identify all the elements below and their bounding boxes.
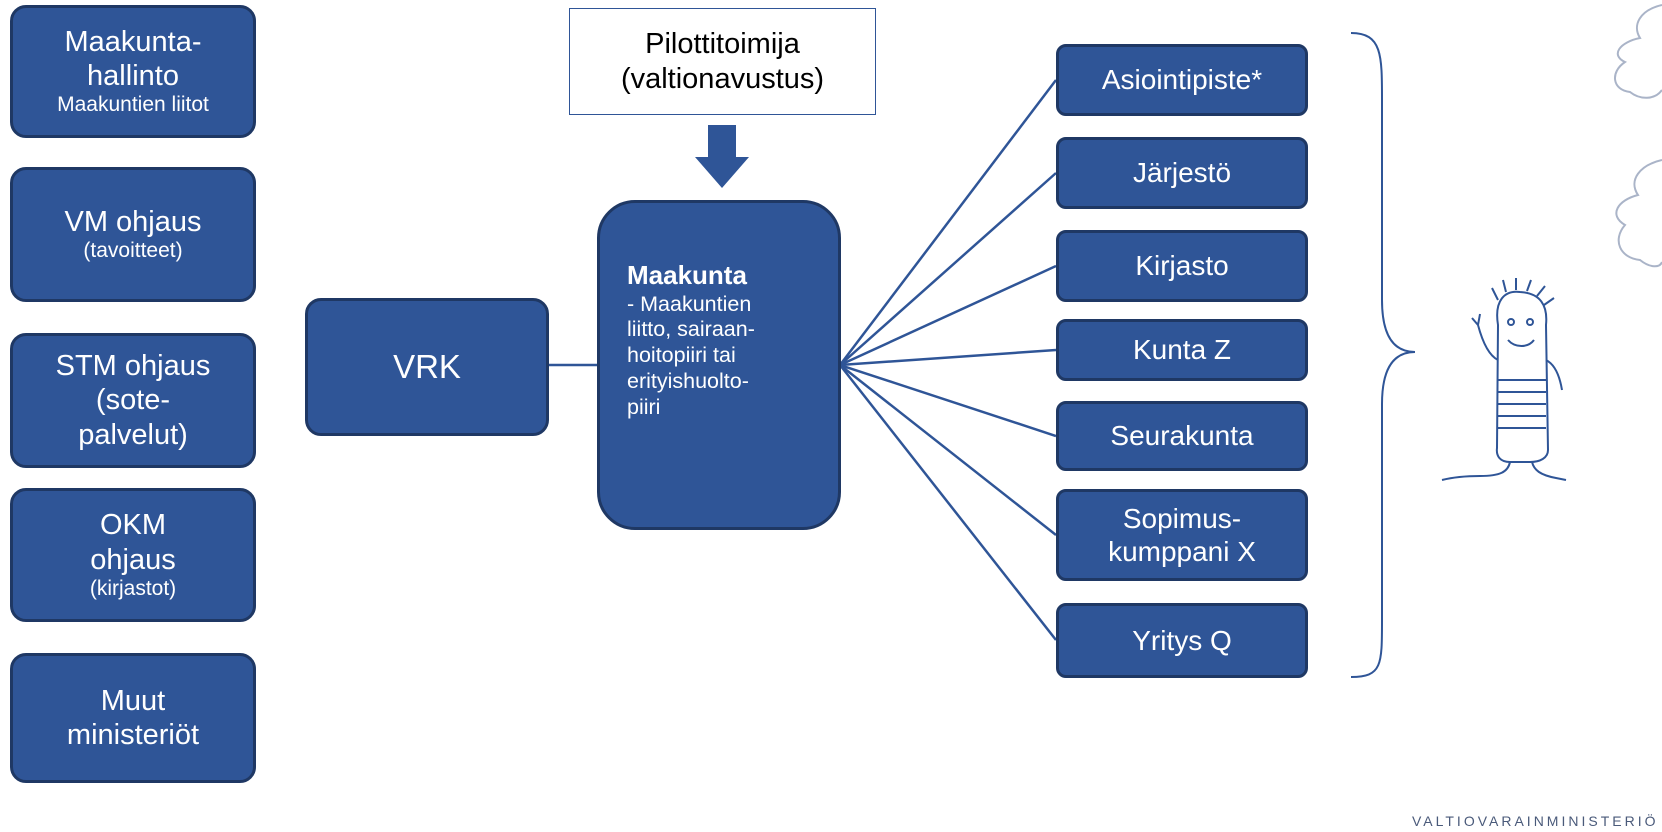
down-arrow-icon [695, 125, 749, 188]
box-vm-ohjaus: VM ohjaus (tavoitteet) [10, 167, 256, 302]
box-okm-ohjaus: OKM ohjaus (kirjastot) [10, 488, 256, 622]
pilot-line-2: (valtionavustus) [620, 62, 825, 95]
box-subline: (kirjastot) [89, 576, 177, 600]
connector-main-right-4 [839, 363, 1057, 438]
box-label: Kunta Z [1132, 334, 1232, 366]
connector-main-right-5 [839, 364, 1057, 536]
maakunta-body-line: liitto, sairaan- [627, 317, 755, 342]
leaf-illustration-icon [1614, 4, 1662, 99]
leaf-illustration-icon-2 [1615, 159, 1662, 268]
box-line: palvelut) [78, 418, 188, 451]
connector-main-right-2 [839, 264, 1057, 367]
box-kirjasto: Kirjasto [1056, 230, 1308, 302]
maakunta-body-line: erityishuolto- [627, 368, 749, 393]
connector-main-right-1 [839, 172, 1057, 366]
box-pilottitoimija: Pilottitoimija (valtionavustus) [569, 8, 876, 115]
footer-logo-text: VALTIOVARAINMINISTERIÖ [1412, 813, 1659, 829]
curly-brace-icon [1350, 32, 1416, 678]
box-line: Muut [100, 684, 166, 717]
pilot-line-1: Pilottitoimija [645, 27, 800, 60]
box-label: kumppani X [1108, 536, 1256, 567]
maakunta-body-line: piiri [627, 394, 661, 419]
box-subline: Maakuntien liitot [57, 93, 209, 117]
box-maakuntahallinto: Maakunta- hallinto Maakuntien liitot [10, 5, 256, 138]
box-yritys-q: Yritys Q [1056, 603, 1308, 678]
box-asiointipiste: Asiointipiste* [1056, 44, 1308, 116]
box-line: OKM [99, 509, 167, 542]
box-sopimuskumppani: Sopimus- kumppani X [1056, 489, 1308, 581]
box-subline: (tavoitteet) [83, 239, 183, 263]
box-stm-ohjaus: STM ohjaus (sote- palvelut) [10, 333, 256, 468]
box-line: STM ohjaus [55, 350, 211, 383]
character-illustration-icon [1441, 278, 1567, 481]
box-vrk: VRK [305, 298, 549, 436]
box-muut-ministeriot: Muut ministeriöt [10, 653, 256, 783]
box-line: Maakunta- [64, 25, 202, 58]
box-seurakunta: Seurakunta [1056, 401, 1308, 471]
vrk-label: VRK [393, 347, 461, 385]
box-label: Yritys Q [1132, 624, 1232, 656]
box-kunta-z: Kunta Z [1056, 319, 1308, 381]
maakunta-title: Maakunta [627, 260, 747, 290]
box-maakunta: Maakunta - Maakuntien liitto, sairaan- h… [597, 200, 841, 530]
connector-main-right-3 [839, 348, 1057, 367]
connector-main-right-6 [839, 364, 1057, 641]
box-label: Kirjasto [1135, 250, 1229, 282]
connector-main-right-0 [839, 79, 1057, 366]
box-line: (sote- [95, 384, 171, 417]
maakunta-body-line: hoitopiiri tai [627, 343, 736, 368]
box-label: Seurakunta [1110, 420, 1254, 452]
box-label: Sopimus- [1122, 502, 1242, 534]
box-line: VM ohjaus [64, 206, 202, 238]
box-line: hallinto [87, 60, 179, 93]
maakunta-body-line: - Maakuntien [627, 291, 752, 316]
box-line: ministeriöt [66, 719, 200, 751]
box-label: Järjestö [1132, 157, 1232, 189]
box-jarjesto: Järjestö [1056, 137, 1308, 209]
box-label: Asiointipiste* [1101, 64, 1263, 96]
box-line: ohjaus [90, 543, 176, 576]
